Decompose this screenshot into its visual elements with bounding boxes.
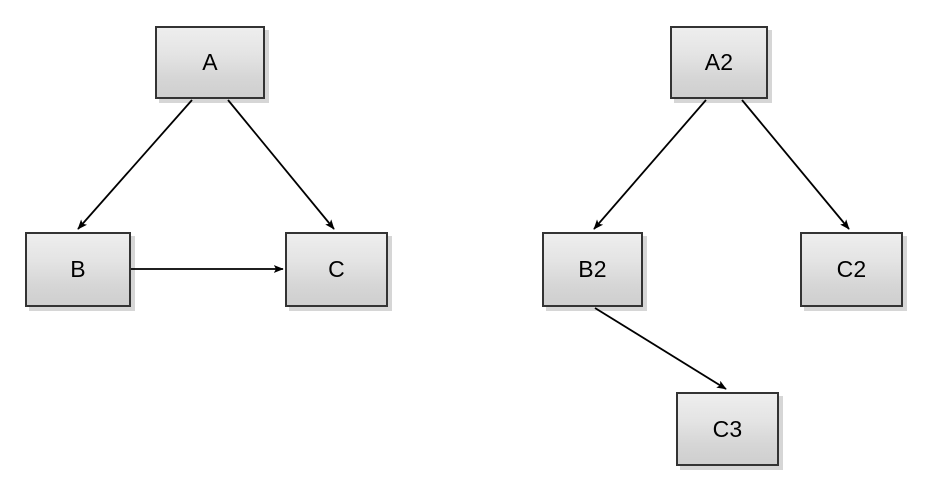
node-c3[interactable]: C3: [676, 392, 779, 466]
edge-a-to-c: [227, 99, 335, 230]
node-label: B2: [578, 256, 607, 282]
node-label: C: [328, 256, 345, 282]
edge-a2-to-c2: [741, 99, 850, 230]
node-a[interactable]: A: [155, 26, 265, 99]
node-label: C3: [712, 415, 743, 442]
node-c2[interactable]: C2: [800, 232, 903, 307]
edges-group: [77, 99, 850, 390]
node-label: A2: [704, 49, 734, 75]
node-b[interactable]: B: [25, 232, 131, 307]
node-b2[interactable]: B2: [542, 232, 643, 307]
node-label: A: [202, 49, 218, 75]
edge-a-to-b: [77, 99, 193, 230]
node-c[interactable]: C: [285, 232, 388, 307]
node-label: C2: [836, 256, 867, 282]
node-a2[interactable]: A2: [670, 26, 768, 99]
node-label: B: [70, 256, 86, 282]
edge-b2-to-c3: [594, 307, 727, 390]
edge-a2-to-b2: [593, 99, 707, 230]
